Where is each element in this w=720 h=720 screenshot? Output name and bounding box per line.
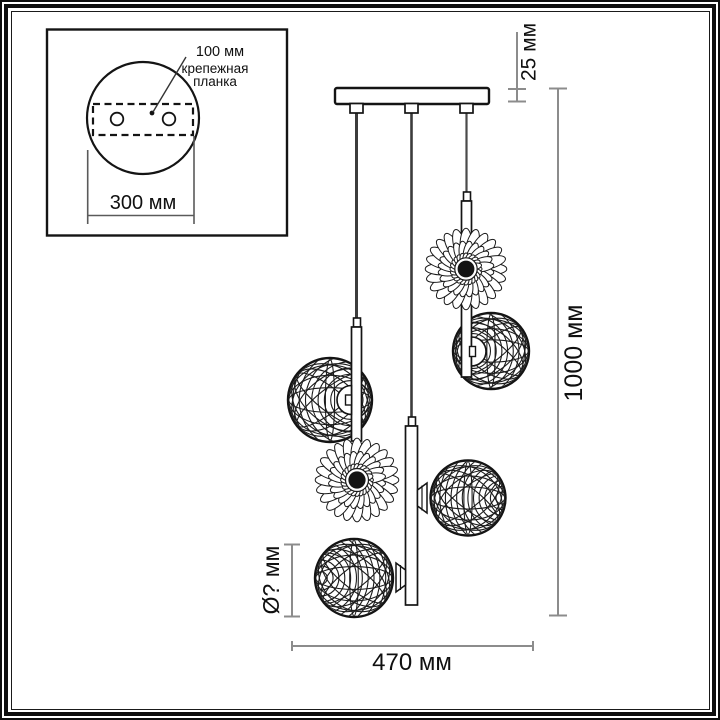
- rod-middle-collar: [407, 416, 417, 427]
- dimension-sphere-diameter: Ø? мм: [258, 543, 300, 618]
- mount-plate-label-line1: крепежная: [182, 61, 249, 76]
- socket-left-nub: [344, 394, 353, 406]
- lamp-shade-right-flower: [424, 227, 508, 311]
- mount-plate-dashed: [91, 102, 195, 137]
- dimension-total-height: 1000 мм: [549, 87, 588, 617]
- mount-hole-right: [161, 111, 177, 127]
- socket-right-nub: [468, 345, 477, 358]
- ceiling-canopy: [333, 86, 491, 106]
- dimension-total-width: 470 мм: [291, 641, 534, 676]
- canopy-connector-middle: [404, 102, 419, 114]
- rod-left-collar: [352, 317, 362, 328]
- mounting-inset: 100 мм крепежная планка 300 мм: [45, 28, 289, 237]
- lamp-shade-middle-right: [429, 459, 507, 537]
- socket-right-sphere: [470, 336, 487, 367]
- leader-line: [152, 56, 187, 113]
- base-diameter-label: 300 мм: [110, 192, 176, 214]
- total-width-label: 470 мм: [372, 649, 452, 676]
- total-height-label: 1000 мм: [560, 305, 588, 402]
- canopy-connector-right: [459, 102, 474, 114]
- socket-left-sphere: [336, 384, 353, 416]
- rod-middle: [404, 425, 419, 606]
- mount-plate-label-line2: планка: [193, 74, 237, 89]
- inset-border: [45, 28, 289, 237]
- pendant-fixture: [286, 86, 531, 619]
- dimension-canopy-height: 25 мм: [508, 23, 541, 103]
- rod-left: [350, 326, 363, 442]
- rod-right-collar: [462, 191, 472, 202]
- canopy-height-label: 25 мм: [518, 23, 541, 81]
- mount-hole-left: [109, 111, 125, 127]
- canopy-connector-left: [349, 102, 364, 114]
- ceiling-base-circle: [85, 60, 201, 176]
- lamp-shade-left-flower: [314, 437, 400, 523]
- hole-spacing-label: 100 мм: [196, 44, 244, 60]
- sphere-diameter-label: Ø? мм: [258, 546, 284, 615]
- lamp-shade-bottom: [313, 537, 395, 619]
